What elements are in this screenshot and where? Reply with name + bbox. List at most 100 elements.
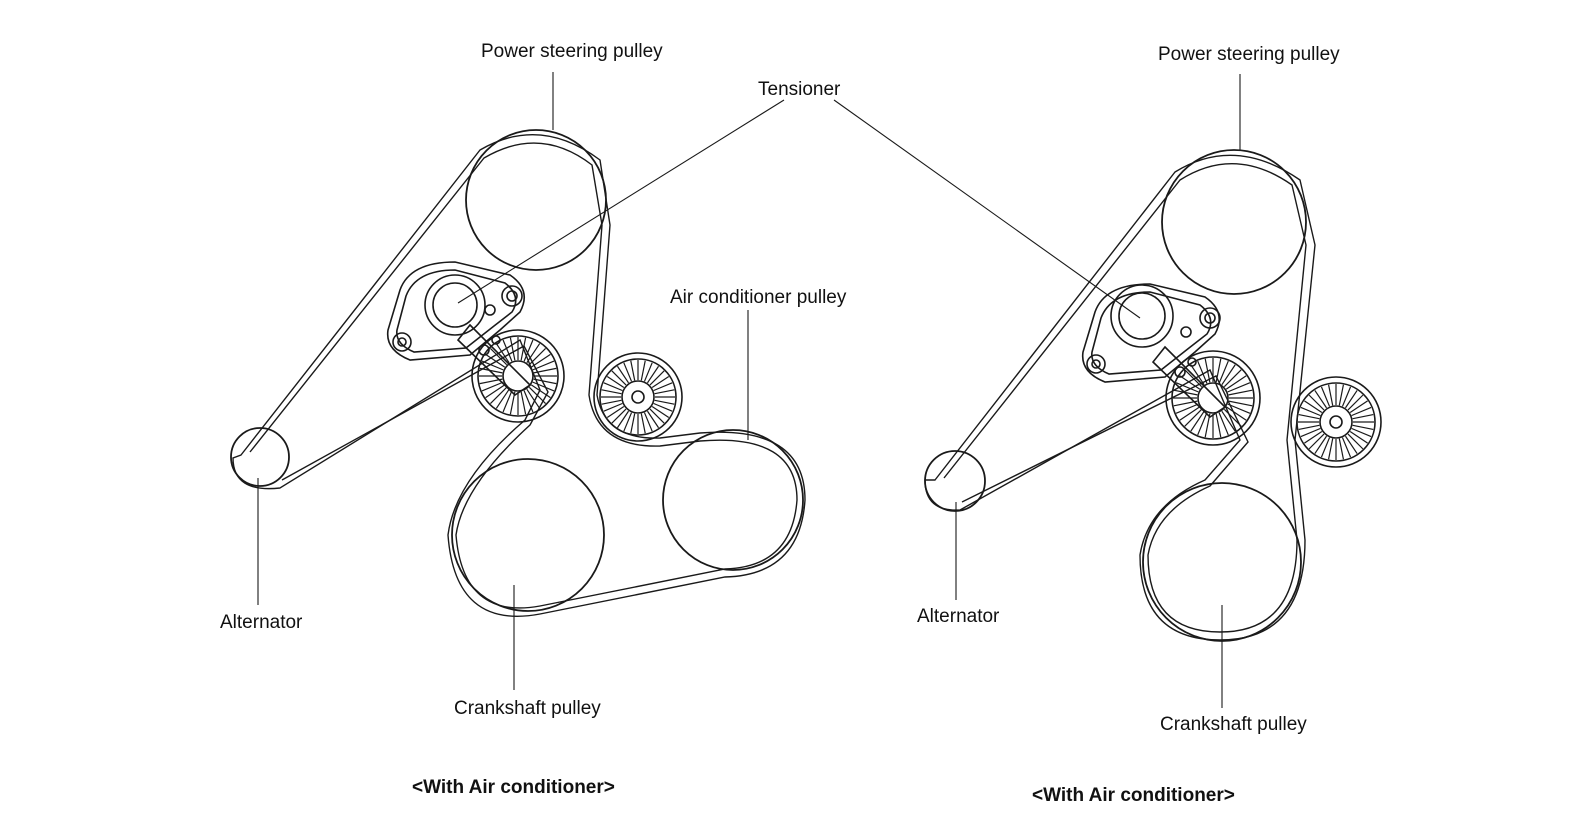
pulley-rib (646, 365, 660, 384)
pulley-rib (1300, 406, 1321, 417)
pulley-rib (606, 405, 625, 419)
pulley-rib (606, 375, 625, 389)
pulley-rib (1304, 430, 1323, 444)
pulley-rib (653, 382, 673, 392)
pulley-rib (485, 353, 506, 368)
right-alternator-label: Alternator (917, 606, 1000, 627)
pulley-rib (530, 384, 551, 399)
pulley-rib (523, 390, 534, 413)
pulley-rib (1204, 413, 1211, 438)
pulley-rib (603, 402, 623, 412)
pulley-rib (601, 399, 622, 405)
pulley-rib (1347, 433, 1364, 450)
pulley-rib (649, 370, 665, 386)
pulley-rib (509, 337, 516, 361)
pulley-rib (1175, 403, 1199, 414)
right-tensioner-leader (833, 99, 1141, 319)
right-idler-pulley (1290, 376, 1382, 468)
pulley-rib (1218, 360, 1229, 384)
right-power-steering-pulley (1161, 149, 1307, 295)
pulley-rib (1227, 403, 1251, 414)
left-idler-pulley (593, 352, 683, 442)
right-power-steering-label: Power steering pulley (1158, 44, 1340, 65)
pulley-rib (1314, 435, 1328, 454)
pulley-rib (1314, 390, 1328, 409)
pulley-rib (495, 388, 510, 409)
pulley-rib (1344, 435, 1358, 454)
pulley-rib (1197, 360, 1208, 384)
pulley-rib (653, 402, 673, 412)
left-tensioner-assembly (386, 261, 532, 397)
pulley-rib (1327, 384, 1334, 406)
pulley-rib (495, 343, 510, 364)
tensioner-label: Tensioner (758, 79, 841, 100)
pulley-rib (532, 381, 555, 392)
pulley-rib (623, 362, 633, 382)
pulley-rib (601, 389, 622, 395)
right-diagram: Power steering pulley Alternator Cranksh… (833, 44, 1382, 806)
right-tensioner-pulley (1165, 350, 1261, 446)
pulley-rib (1341, 386, 1352, 407)
pulley-rib (651, 375, 670, 389)
pulley-rib (654, 389, 675, 395)
pulley-rib (1308, 394, 1325, 411)
left-crankshaft-label: Crankshaft pulley (454, 698, 601, 719)
pulley-rib (526, 388, 541, 409)
pulley-rib (603, 382, 623, 392)
pulley-rib (1320, 386, 1331, 407)
pulley-rib (1197, 412, 1208, 436)
pulley-rib (616, 365, 630, 384)
pulley-rib (485, 384, 506, 399)
pulley-rib (1228, 400, 1253, 407)
right-crankshaft-label: Crankshaft pulley (1160, 714, 1307, 735)
pulley-rib (1215, 358, 1222, 383)
left-caption: <With Air conditioner> (412, 777, 615, 798)
pulley-rib (1190, 410, 1205, 432)
right-drive-belt-inner (943, 163, 1307, 633)
left-air-conditioner-label: Air conditioner pulley (670, 287, 847, 308)
left-power-steering-label: Power steering pulley (481, 41, 663, 62)
pulley-rib (630, 360, 636, 381)
pulley-rib (1349, 430, 1368, 444)
pulley-rib (630, 413, 636, 434)
pulley-rib (481, 360, 504, 371)
pulley-rib (481, 381, 504, 392)
pulley-rib (1338, 438, 1345, 460)
pulley-rib (502, 339, 513, 362)
pulley-rib (530, 353, 551, 368)
left-drive-belt-inner (249, 142, 798, 609)
pulley-rib (1352, 424, 1374, 431)
pulley-rib (646, 410, 660, 429)
pulley-rib (1179, 375, 1201, 390)
pulley-rib (502, 390, 513, 413)
pulley-rib (640, 360, 646, 381)
pulley-rib (640, 413, 646, 434)
right-alternator-pulley (924, 450, 986, 512)
pulley-rib (1227, 382, 1251, 393)
pulley-rib (643, 412, 653, 432)
right-drive-belt (924, 154, 1316, 641)
pulley-rib (1228, 389, 1253, 396)
pulley-rib (1221, 410, 1236, 432)
left-tensioner-pulley (471, 329, 565, 423)
pulley-rib (489, 386, 508, 405)
pulley-rib (520, 337, 527, 361)
pulley-rib (1223, 408, 1242, 427)
pulley-rib (1351, 427, 1372, 438)
pulley-rib (1341, 437, 1352, 458)
pulley-rib (1344, 390, 1358, 409)
left-alternator-pulley (230, 427, 290, 487)
pulley-rib (489, 347, 508, 366)
pulley-rib (1352, 413, 1374, 420)
pulley-rib (1327, 438, 1334, 460)
pulley-rib (623, 412, 633, 432)
pulley-rib (616, 410, 630, 429)
pulley-rib (532, 360, 555, 371)
left-diagram: Power steering pulley Air conditioner pu… (220, 41, 847, 798)
pulley-rib (611, 370, 627, 386)
left-drive-belt (232, 134, 806, 617)
pulley-rib (1190, 364, 1205, 386)
pulley-rib (1298, 424, 1320, 431)
right-caption: <With Air conditioner> (1032, 785, 1235, 806)
